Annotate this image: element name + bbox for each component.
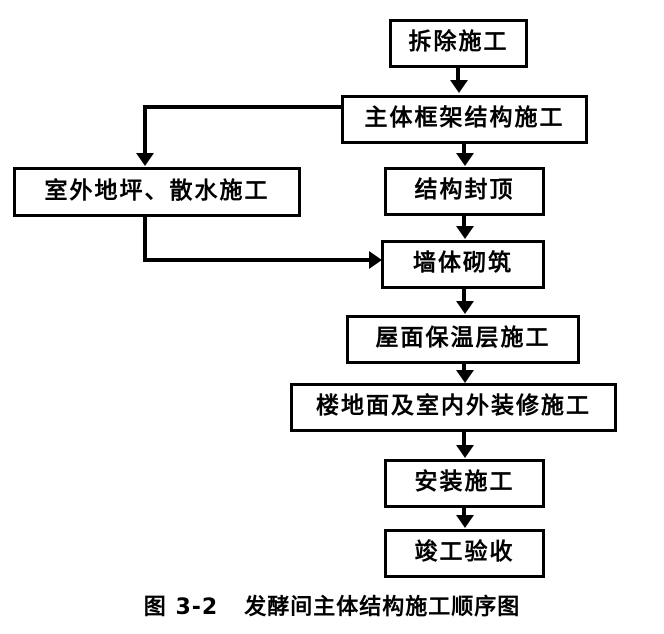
arrowhead-frame-to-topping	[456, 153, 474, 166]
arrowhead-install-to-acceptance	[456, 515, 474, 528]
arrowhead-outdoor-to-masonry	[369, 251, 382, 269]
connector-frame-to-outdoor-horizontal	[143, 105, 343, 109]
node-installation-work: 安装施工	[384, 459, 545, 508]
node-wall-masonry: 墙体砌筑	[381, 240, 545, 289]
arrowhead-demolition-to-frame	[450, 80, 468, 93]
figure-caption-number: 图 3-2	[143, 595, 219, 620]
arrowhead-finishing-to-install	[456, 445, 474, 458]
connector-outdoor-to-masonry-vertical	[143, 217, 147, 262]
connector-outdoor-to-masonry-horizontal	[143, 258, 371, 262]
node-floor-and-interior-exterior-finishing-label: 楼地面及室内外装修施工	[316, 393, 591, 419]
connector-topping-to-masonry	[462, 216, 466, 227]
figure-caption-title: 发酵间主体结构施工顺序图	[244, 595, 521, 620]
node-outdoor-floor-and-apron: 室外地坪、散水施工	[13, 167, 301, 217]
node-completion-acceptance-label: 竣工验收	[414, 539, 515, 565]
node-installation-work-label: 安装施工	[414, 469, 515, 495]
node-completion-acceptance: 竣工验收	[384, 529, 545, 578]
node-roof-insulation-layer-label: 屋面保温层施工	[375, 325, 551, 351]
figure-caption: 图 3-2 发酵间主体结构施工顺序图	[0, 589, 664, 621]
arrowhead-frame-to-outdoor	[136, 153, 154, 166]
node-structure-topping-out: 结构封顶	[384, 167, 545, 216]
node-main-frame-structure: 主体框架结构施工	[341, 95, 588, 144]
node-structure-topping-out-label: 结构封顶	[414, 177, 515, 203]
arrowhead-masonry-to-roof	[456, 301, 474, 314]
connector-frame-to-topping	[462, 144, 466, 154]
node-main-frame-structure-label: 主体框架结构施工	[364, 105, 565, 131]
arrowhead-roof-to-finishing	[456, 370, 474, 383]
node-wall-masonry-label: 墙体砌筑	[413, 250, 513, 276]
node-roof-insulation-layer: 屋面保温层施工	[346, 315, 580, 364]
arrowhead-topping-to-masonry	[456, 226, 474, 239]
node-outdoor-floor-and-apron-label: 室外地坪、散水施工	[44, 177, 270, 204]
connector-finishing-to-install	[462, 432, 466, 446]
node-floor-and-interior-exterior-finishing: 楼地面及室内外装修施工	[290, 383, 617, 432]
node-demolition-label: 拆除施工	[408, 29, 509, 55]
connector-demolition-to-frame	[456, 68, 460, 82]
connector-frame-to-outdoor-vertical	[143, 105, 147, 154]
connector-masonry-to-roof	[462, 289, 466, 302]
connector-install-to-acceptance	[462, 508, 466, 516]
connector-roof-to-finishing	[462, 364, 466, 372]
node-demolition: 拆除施工	[389, 19, 528, 68]
